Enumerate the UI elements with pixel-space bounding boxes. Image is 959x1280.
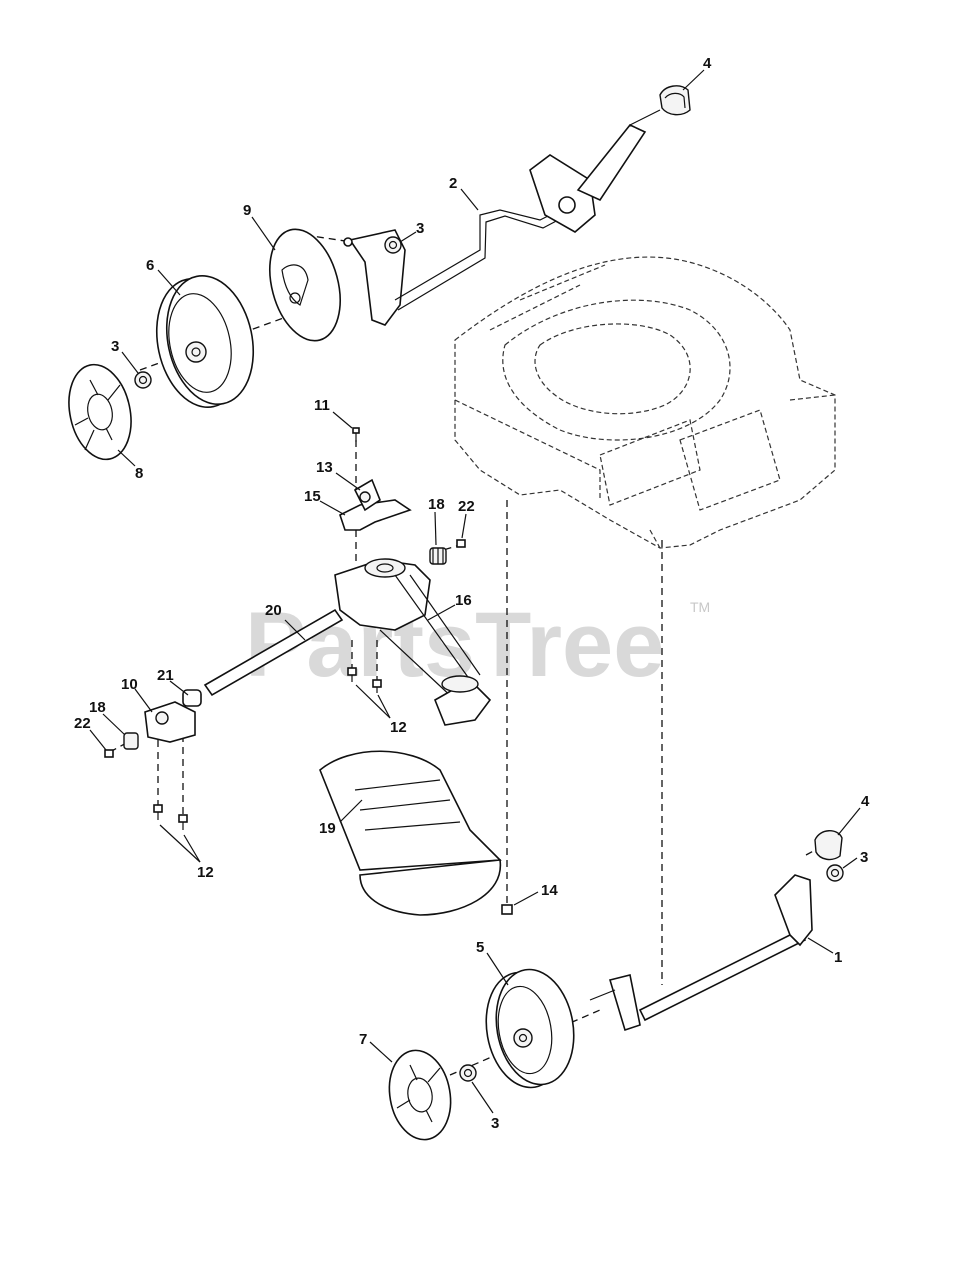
callout-15: 15 — [304, 488, 321, 505]
part-bearing-housing — [144, 701, 196, 743]
part-gear-top — [429, 547, 447, 565]
part-gear-left — [123, 732, 139, 750]
callout-22-top: 22 — [458, 498, 475, 515]
callout-14: 14 — [541, 882, 558, 899]
part-front-wheel — [485, 968, 575, 1089]
callout-3-left: 3 — [111, 338, 119, 355]
part-hubcap-rear — [68, 363, 132, 461]
callout-9: 9 — [243, 202, 251, 219]
part-transmission — [334, 558, 492, 726]
callout-18-top: 18 — [428, 496, 445, 513]
callout-5: 5 — [476, 939, 484, 956]
part-cap-top — [659, 85, 691, 116]
callout-3-top: 3 — [416, 220, 424, 237]
callout-3-right: 3 — [860, 849, 868, 866]
callout-4-right: 4 — [861, 793, 870, 810]
watermark-trademark: TM — [690, 599, 710, 615]
callout-2: 2 — [449, 175, 457, 192]
callout-12-mid: 12 — [390, 719, 407, 736]
part-nut-left — [134, 371, 152, 389]
part-bracket-15 — [339, 478, 412, 531]
part-screw-11 — [352, 427, 360, 442]
part-nut-top — [384, 236, 402, 254]
mower-deck — [454, 256, 836, 549]
assembly-line-front-wheel — [449, 1009, 601, 1076]
callout-6: 6 — [146, 257, 154, 274]
callouts: 4 2 3 9 6 3 8 11 13 15 18 22 20 16 21 10… — [74, 55, 870, 1132]
part-nut-right — [826, 864, 844, 882]
callout-16: 16 — [455, 592, 472, 609]
part-plate — [269, 228, 341, 342]
part-mulch-plug — [319, 750, 502, 916]
callout-13: 13 — [316, 459, 333, 476]
part-screws-12-low — [153, 804, 188, 830]
callout-11: 11 — [314, 397, 330, 414]
callout-3-bottom: 3 — [491, 1115, 499, 1132]
part-screw-14 — [501, 904, 513, 915]
callout-19: 19 — [319, 820, 336, 837]
part-rear-wheel — [155, 275, 255, 408]
part-cap-right — [814, 830, 843, 861]
callout-1: 1 — [834, 949, 842, 966]
part-rear-axle-lever — [343, 109, 661, 326]
callout-4-top: 4 — [703, 55, 712, 72]
callout-8: 8 — [135, 465, 143, 482]
part-screw-22-top — [456, 539, 466, 548]
part-nut-bottom — [459, 1064, 477, 1082]
callout-20: 20 — [265, 602, 282, 619]
callout-21: 21 — [157, 667, 174, 684]
part-hubcap-front — [388, 1049, 452, 1141]
callout-22-left: 22 — [74, 715, 91, 732]
part-front-axle — [589, 874, 813, 1032]
part-drive-shaft — [203, 608, 344, 697]
part-bushing — [182, 689, 202, 707]
callout-7: 7 — [359, 1031, 367, 1048]
part-screws-12-mid — [347, 667, 382, 693]
part-screw-22-left — [104, 749, 114, 758]
callout-18-left: 18 — [89, 699, 106, 716]
leader-lines — [89, 69, 861, 1114]
callout-12-low: 12 — [197, 864, 214, 881]
callout-10: 10 — [121, 676, 138, 693]
